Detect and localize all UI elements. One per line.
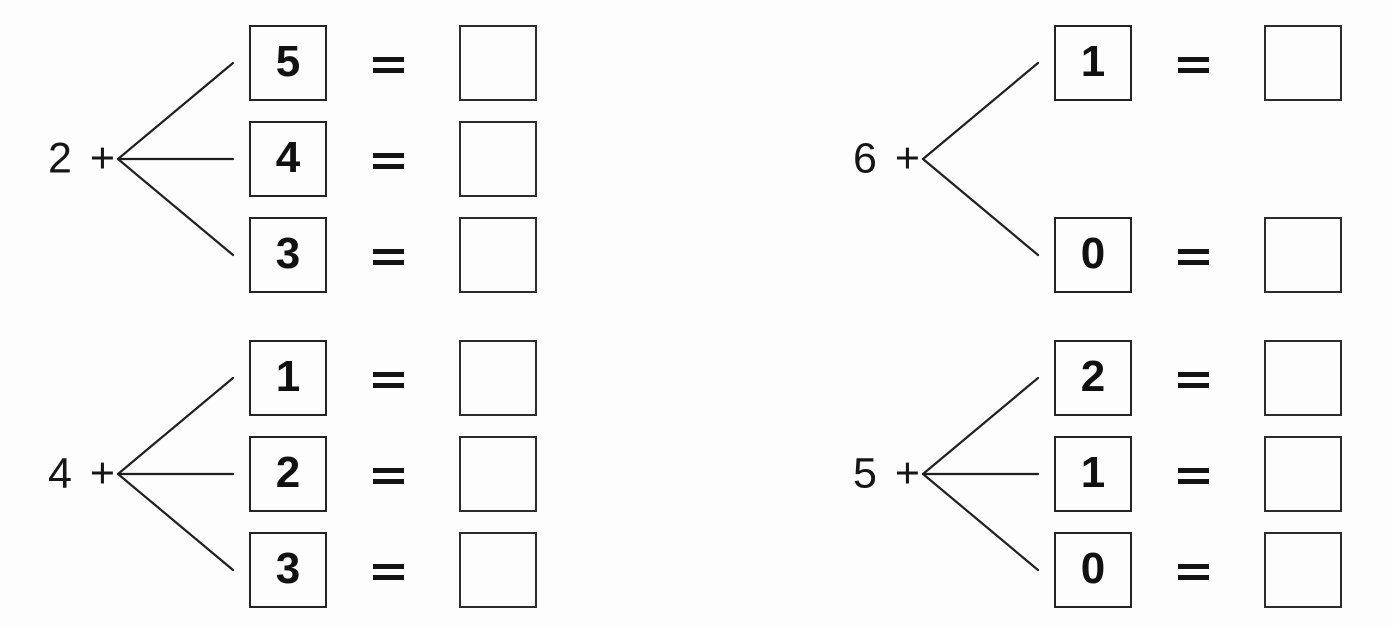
addend-value: 2	[275, 448, 301, 497]
equals-icon	[1176, 368, 1212, 390]
addend-box: 2	[1054, 340, 1132, 416]
addend-box: 1	[1054, 25, 1132, 101]
addend-value: 3	[275, 544, 301, 593]
equals-bar-top	[1178, 372, 1209, 377]
group-addend-label: 4 +	[48, 449, 118, 498]
equals-bar-top	[373, 564, 404, 569]
answer-box[interactable]	[1264, 25, 1342, 101]
equals-bar-bottom	[1178, 575, 1209, 580]
addend-value: 3	[275, 229, 301, 278]
addend-value: 5	[275, 37, 301, 86]
equation-row: 2	[805, 340, 1393, 418]
group-addend-label: 6 +	[853, 134, 923, 183]
equals-bar-top	[373, 153, 404, 158]
equals-bar-bottom	[1178, 383, 1209, 388]
equation-row: 2	[0, 436, 600, 514]
equals-bar-top	[1178, 57, 1209, 62]
addend-box: 3	[249, 217, 327, 293]
equals-bar-bottom	[373, 383, 404, 388]
answer-box[interactable]	[1264, 340, 1342, 416]
equals-icon	[371, 464, 407, 486]
answer-box[interactable]	[459, 532, 537, 608]
answer-box[interactable]	[459, 340, 537, 416]
equals-icon	[1176, 245, 1212, 267]
equals-icon	[371, 53, 407, 75]
fact-family-group-bottom-left: 4 + 1 2 3	[0, 315, 600, 627]
fact-family-group-top-left: 2 + 5 4 3	[0, 0, 600, 312]
addend-box: 0	[1054, 217, 1132, 293]
equals-bar-bottom	[1178, 479, 1209, 484]
equals-bar-top	[1178, 249, 1209, 254]
equals-bar-bottom	[373, 260, 404, 265]
addend-box: 1	[249, 340, 327, 416]
addend-value: 2	[1080, 352, 1106, 401]
addend-box: 0	[1054, 532, 1132, 608]
addend-value: 1	[1080, 448, 1106, 497]
equals-bar-top	[373, 372, 404, 377]
equation-row: 1	[0, 340, 600, 418]
fact-family-group-top-right: 6 + 1 0	[805, 0, 1393, 312]
answer-box[interactable]	[459, 25, 537, 101]
answer-box[interactable]	[459, 436, 537, 512]
equation-row: 1	[805, 436, 1393, 514]
equation-row: 4	[0, 121, 600, 199]
equation-row: 0	[805, 217, 1393, 295]
equals-icon	[1176, 464, 1212, 486]
group-addend-label: 2 +	[48, 134, 118, 183]
fact-family-group-bottom-right: 5 + 2 1 0	[805, 315, 1393, 627]
answer-box[interactable]	[1264, 532, 1342, 608]
equation-row: 3	[0, 217, 600, 295]
equals-bar-bottom	[373, 575, 404, 580]
addend-box: 2	[249, 436, 327, 512]
answer-box[interactable]	[459, 121, 537, 197]
answer-box[interactable]	[459, 217, 537, 293]
addend-box: 1	[1054, 436, 1132, 512]
addend-box: 5	[249, 25, 327, 101]
equals-icon	[1176, 53, 1212, 75]
addend-value: 0	[1080, 229, 1106, 278]
answer-box[interactable]	[1264, 217, 1342, 293]
addend-value: 1	[1080, 37, 1106, 86]
equals-icon	[371, 560, 407, 582]
equation-row: 3	[0, 532, 600, 610]
equals-bar-top	[373, 249, 404, 254]
equals-bar-bottom	[373, 479, 404, 484]
equals-bar-top	[373, 468, 404, 473]
equation-row: 5	[0, 25, 600, 103]
addend-value: 1	[275, 352, 301, 401]
equals-icon	[371, 368, 407, 390]
addend-box: 4	[249, 121, 327, 197]
equals-icon	[371, 245, 407, 267]
addend-value: 4	[275, 133, 301, 182]
equals-bar-bottom	[373, 164, 404, 169]
equation-row: 1	[805, 25, 1393, 103]
equals-bar-top	[373, 57, 404, 62]
addend-value: 0	[1080, 544, 1106, 593]
equation-row: 0	[805, 532, 1393, 610]
equals-bar-bottom	[373, 68, 404, 73]
equals-icon	[371, 149, 407, 171]
equals-bar-bottom	[1178, 68, 1209, 73]
equals-bar-top	[1178, 564, 1209, 569]
equals-bar-top	[1178, 468, 1209, 473]
answer-box[interactable]	[1264, 436, 1342, 512]
equals-bar-bottom	[1178, 260, 1209, 265]
addend-box: 3	[249, 532, 327, 608]
group-addend-label: 5 +	[853, 449, 923, 498]
equals-icon	[1176, 560, 1212, 582]
